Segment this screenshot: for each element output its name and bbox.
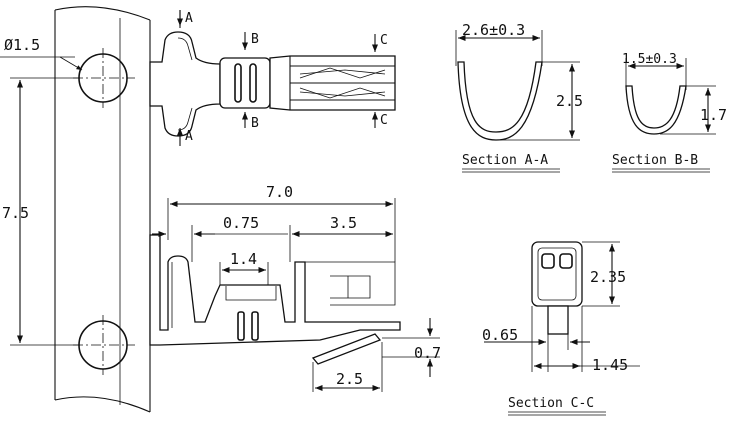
pilot-hole-top — [73, 48, 135, 108]
contact-length-dimension: 3.5 — [289, 214, 393, 262]
section-aa-height: 2.5 — [556, 92, 583, 110]
svg-text:C: C — [380, 113, 388, 128]
overall-length-dimension: 7.0 — [167, 183, 396, 262]
lance-length-dimension: 2.5 — [312, 342, 383, 392]
terminal-side-view — [149, 234, 401, 365]
lance-length-label: 2.5 — [336, 370, 363, 388]
offset-dimension: 0.75 — [152, 214, 288, 262]
contact-length-label: 3.5 — [330, 214, 357, 232]
section-cc-offset: 0.65 — [482, 326, 518, 344]
svg-text:C: C — [380, 33, 388, 48]
cut-marker-a-top: A — [176, 10, 193, 28]
cut-marker-a-bottom: A — [176, 127, 193, 146]
crimp-width-label: 1.4 — [230, 250, 257, 268]
hole-dia-label: Ø1.5 — [4, 36, 40, 54]
section-aa-title: Section A-A — [462, 153, 548, 168]
cut-marker-c-top: C — [371, 33, 388, 52]
overall-length-label: 7.0 — [266, 183, 293, 201]
section-a-a: 2.6±0.3 2.5 Section A-A — [455, 21, 583, 173]
pitch-dimension: 7.5 — [2, 77, 80, 346]
section-cc-title: Section C-C — [508, 396, 594, 411]
offset-label: 0.75 — [223, 214, 259, 232]
section-cc-height: 2.35 — [590, 268, 626, 286]
svg-text:A: A — [185, 11, 193, 26]
pitch-label: 7.5 — [2, 204, 29, 222]
lance-height-dimension: 0.7 — [382, 318, 441, 377]
section-bb-title: Section B-B — [612, 153, 698, 168]
section-b-b: 1.5±0.3 1.7 Section B-B — [612, 52, 727, 173]
svg-text:A: A — [185, 129, 193, 144]
section-c-c: 2.35 0.65 1.45 Section C-C — [482, 241, 640, 416]
svg-text:B: B — [251, 116, 259, 131]
crimp-width-dimension: 1.4 — [219, 250, 269, 285]
section-bb-width: 1.5±0.3 — [622, 52, 677, 67]
section-cc-width: 1.45 — [592, 356, 628, 374]
pilot-hole-bottom — [73, 315, 135, 375]
carrier-strip — [54, 6, 151, 413]
hole-diameter-dimension: Ø1.5 — [0, 36, 83, 71]
terminal-top-view — [149, 31, 396, 137]
cut-marker-b-top: B — [241, 32, 259, 50]
section-aa-width: 2.6±0.3 — [462, 21, 525, 39]
cut-marker-c-bottom: C — [371, 112, 388, 128]
cut-marker-b-bottom: B — [241, 112, 259, 131]
lance-height-label: 0.7 — [414, 344, 441, 362]
svg-text:B: B — [251, 32, 259, 47]
section-bb-height: 1.7 — [700, 106, 727, 124]
